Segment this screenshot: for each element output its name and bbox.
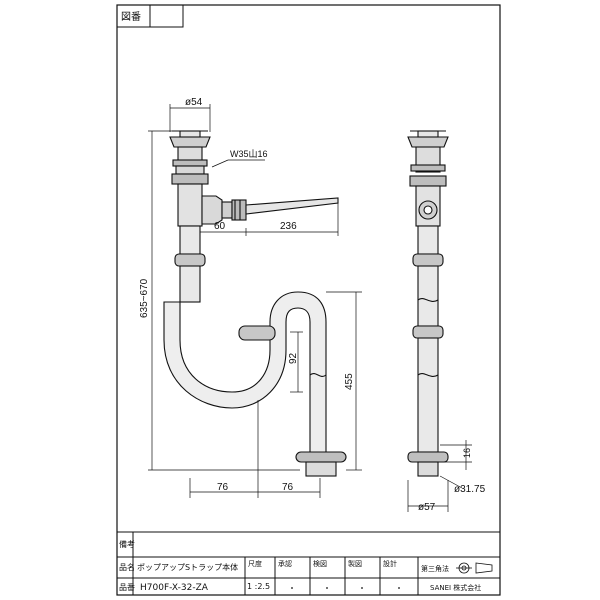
dim-side-base-diameter: ø57 — [418, 502, 436, 513]
drawing-number-label: 図番 — [121, 11, 141, 23]
scale-value: 1 :2.5 — [247, 582, 270, 591]
dim-trap-height: 92 — [288, 352, 299, 364]
side-dimensions — [407, 440, 472, 512]
s-trap-bend — [163, 291, 327, 453]
approval-dots — [291, 587, 400, 589]
vertical-tube — [179, 225, 201, 255]
dim-top-diameter: ø54 — [185, 97, 203, 108]
dim-lever-length: 236 — [280, 221, 297, 232]
title-block — [117, 531, 500, 595]
scale-label: 尺度 — [248, 559, 262, 568]
front-view — [163, 130, 347, 477]
company: SANEI 株式会社 — [430, 583, 481, 592]
side-view — [407, 130, 449, 477]
drain-body-lower — [177, 183, 203, 227]
projection-label: 第三角法 — [421, 564, 449, 573]
dim-outlet-offset-right: 76 — [282, 482, 294, 493]
dim-side-diameter: ø31.75 — [454, 484, 486, 495]
drawing-number-box: 図番 — [116, 4, 184, 28]
dim-total-height: 635~670 — [139, 278, 150, 318]
notes-label: 備考 — [119, 539, 135, 549]
dim-outlet-offset-left: 76 — [217, 482, 229, 493]
approved-label: 承認 — [278, 559, 292, 568]
outlet-base — [295, 451, 347, 463]
product-no-label: 品番 — [119, 582, 135, 592]
lever-rod — [245, 197, 339, 215]
designed-label: 設計 — [383, 559, 397, 568]
dim-side-height: 16 — [462, 448, 472, 458]
product-name-label: 品名 — [119, 562, 135, 572]
checked-label: 検図 — [313, 559, 327, 568]
lever-housing — [201, 195, 223, 225]
third-angle-projection-icon — [456, 562, 493, 574]
drawing-frame — [116, 4, 501, 596]
dim-lever-offset: 60 — [214, 221, 226, 232]
drawn-label: 製図 — [348, 559, 362, 568]
dim-thread: W35山16 — [230, 149, 268, 159]
product-name: ポップアップSトラップ本体 — [137, 562, 238, 572]
front-dimensions — [148, 104, 362, 498]
dim-outlet-height: 455 — [344, 373, 355, 390]
product-no: H700F-X-32-ZA — [140, 583, 209, 593]
popup-cap — [169, 136, 211, 148]
